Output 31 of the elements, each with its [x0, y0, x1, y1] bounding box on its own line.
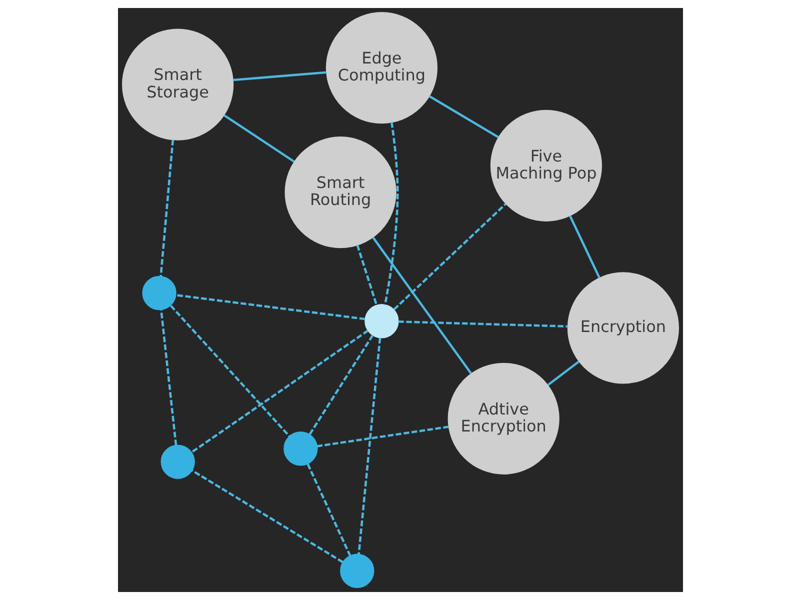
- connector: [308, 334, 374, 436]
- node-circle: Encryption: [566, 272, 679, 384]
- connector: [316, 426, 448, 448]
- connector: [159, 140, 174, 277]
- node-circle: Adtive Encryption: [447, 362, 559, 474]
- connector: [398, 320, 568, 328]
- connector: [428, 95, 499, 138]
- node-circle: Edge Computing: [325, 12, 437, 124]
- connector: [191, 470, 343, 564]
- node-circle: Five Maching Pop: [490, 110, 602, 222]
- node-circle: Smart Storage: [121, 28, 234, 140]
- connector: [232, 71, 326, 82]
- connector: [170, 304, 290, 437]
- connector: [392, 203, 506, 310]
- connector: [383, 122, 398, 306]
- node-circle: [142, 276, 176, 310]
- connector: [160, 310, 177, 446]
- connector: [190, 330, 368, 454]
- connector: [546, 360, 579, 386]
- connector: [222, 114, 294, 163]
- connector: [306, 464, 351, 556]
- node-circle: Smart Routing: [284, 136, 396, 248]
- node-circle: [283, 432, 318, 466]
- node-circle: [160, 444, 194, 479]
- connector: [372, 236, 472, 374]
- connector: [175, 294, 365, 320]
- connector: [356, 244, 378, 306]
- connector: [568, 215, 600, 278]
- node-circle: [364, 304, 398, 338]
- connector: [357, 338, 381, 554]
- node-circle: [340, 554, 374, 588]
